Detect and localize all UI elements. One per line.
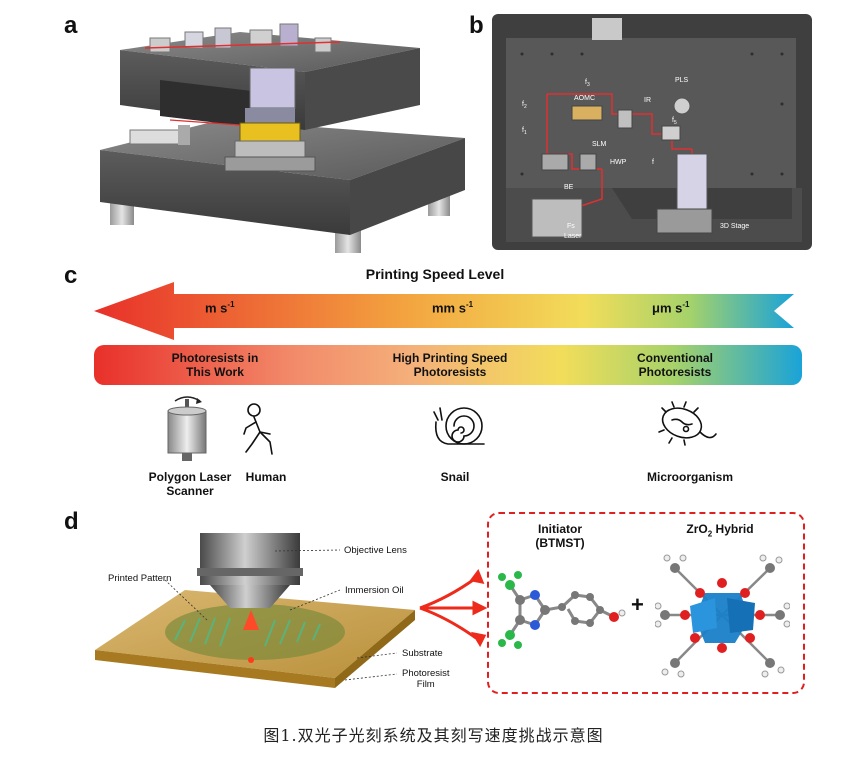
apparatus-render (100, 23, 465, 253)
lens-over-film-diagram (95, 533, 415, 688)
label-f3: f3 (585, 79, 590, 88)
snail-label: Snail (440, 470, 470, 484)
label-aomc: AOMC (574, 95, 595, 102)
microorganism-label: Microorganism (646, 470, 733, 484)
speed-slow-label: μm s-1 (652, 300, 690, 316)
label-f2: f2 (522, 101, 527, 110)
speed-mid-label: mm s-1 (432, 300, 474, 316)
btmst-molecule (498, 571, 626, 649)
panel-label-c: c (64, 262, 78, 289)
label-pls: PLS (675, 77, 689, 84)
human-label: Human (245, 470, 287, 484)
snail-icon (433, 407, 485, 445)
photoresist-category-bar (94, 345, 802, 385)
optical-layout: f3 AOMC PLS IR f2 f1 f5 SLM HWP f BE 3D … (492, 14, 812, 250)
speed-arrow (94, 282, 794, 340)
label-substrate: Substrate (402, 648, 443, 659)
microorganism-icon (658, 401, 717, 446)
label-f5: f5 (672, 117, 677, 126)
speed-fast-label: m s-1 (205, 300, 235, 316)
figure-caption: 图1.双光子光刻系统及其刻写速度挑战示意图 (263, 726, 604, 745)
hybrid-title: ZrO2 Hybrid (686, 522, 754, 539)
polygon-scanner-icon (167, 396, 207, 461)
speed-level-title: Printing Speed Level (365, 266, 505, 282)
panel-label-d: d (64, 508, 79, 535)
label-immersion-oil: Immersion Oil (345, 585, 404, 596)
label-printed-pattern: Printed Pattern (108, 573, 172, 584)
zro2-hybrid-cluster (655, 554, 790, 678)
label-laser: Laser (564, 233, 582, 240)
plus-sign: + (631, 592, 644, 617)
label-hwp: HWP (610, 159, 627, 166)
panel-label-a: a (64, 12, 78, 39)
red-arrows (419, 568, 488, 648)
panel-label-b: b (469, 12, 484, 39)
label-f6: f (652, 159, 654, 166)
initiator-title: Initiator(BTMST) (535, 522, 585, 550)
label-fs: Fs (567, 223, 575, 230)
label-ir: IR (644, 97, 651, 104)
label-slm: SLM (592, 141, 607, 148)
label-be: BE (564, 184, 574, 191)
label-3d-stage: 3D Stage (720, 223, 749, 230)
label-objective-lens: Objective Lens (344, 545, 407, 556)
human-icon (243, 403, 273, 455)
label-f1: f1 (522, 127, 527, 136)
base-slab (100, 150, 350, 235)
molecule-box (487, 512, 805, 694)
